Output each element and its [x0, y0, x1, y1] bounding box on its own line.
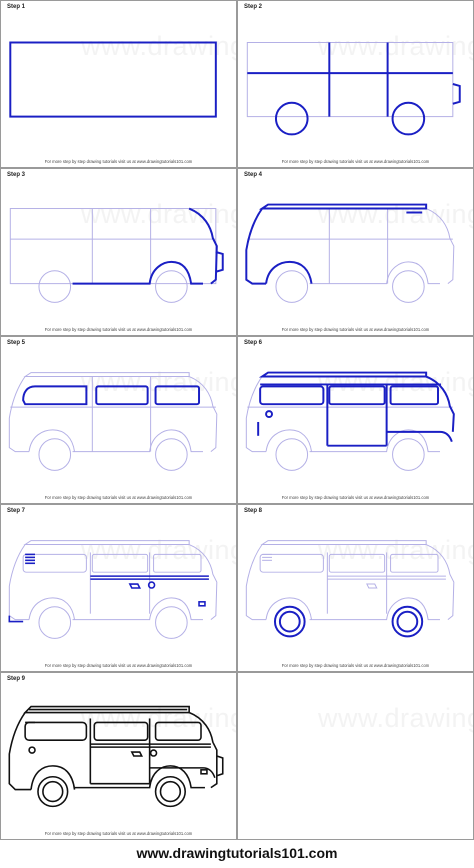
- step-7-drawing: [8, 540, 218, 639]
- step-label: Step 9: [7, 676, 26, 682]
- watermark-text: www.drawingtutorials101.com: [318, 703, 473, 733]
- step-4-drawing: [245, 203, 455, 303]
- credit-text: For more step by step drawing tutorials …: [44, 831, 193, 836]
- step-9-drawing: [8, 705, 224, 808]
- credit-text: For more step by step drawing tutorials …: [44, 327, 193, 332]
- step-4-panel: www.drawingtutorials101.com Step 4 For m…: [237, 168, 474, 336]
- credit-text: For more step by step drawing tutorials …: [281, 495, 430, 500]
- credit-text: For more step by step drawing tutorials …: [44, 495, 193, 500]
- step-label: Step 7: [7, 508, 26, 514]
- credit-text: For more step by step drawing tutorials …: [44, 663, 193, 668]
- step-5-drawing: [8, 372, 218, 471]
- step-3-panel: www.drawingtutorials101.com Step 3 For m…: [0, 168, 237, 336]
- step-label: Step 1: [7, 4, 26, 10]
- step-3-drawing: [9, 207, 224, 303]
- tutorial-grid: www.drawingtutorials101.com Step 1 For m…: [0, 0, 474, 840]
- step-label: Step 6: [244, 340, 263, 346]
- step-5-panel: www.drawingtutorials101.com Step 5 Fo: [0, 336, 237, 504]
- site-footer[interactable]: www.drawingtutorials101.com: [136, 845, 338, 861]
- step-1-panel: www.drawingtutorials101.com Step 1 For m…: [0, 0, 237, 168]
- step-label: Step 4: [244, 172, 263, 178]
- credit-text: For more step by step drawing tutorials …: [281, 159, 430, 164]
- empty-panel: www.drawingtutorials101.com: [237, 672, 474, 840]
- step-6-panel: www.drawingtutorials101.com Step 6: [237, 336, 474, 504]
- step-2-panel: www.drawingtutorials101.com Step 2 For m…: [237, 0, 474, 168]
- step-label: Step 8: [244, 508, 263, 514]
- step-label: Step 5: [7, 340, 26, 346]
- step-label: Step 3: [7, 172, 26, 178]
- step-1-drawing: [9, 41, 217, 118]
- step-2-drawing: [246, 42, 461, 136]
- step-label: Step 2: [244, 4, 263, 10]
- step-8-drawing: [245, 540, 455, 638]
- credit-text: For more step by step drawing tutorials …: [281, 327, 430, 332]
- step-8-panel: www.drawingtutorials101.com Step 8: [237, 504, 474, 672]
- credit-text: For more step by step drawing tutorials …: [44, 159, 193, 164]
- step-9-panel: www.drawingtutorials101.com Step 9: [0, 672, 237, 840]
- step-7-panel: www.drawingtutorials101.com Step 7: [0, 504, 237, 672]
- step-6-drawing: [245, 371, 455, 471]
- credit-text: For more step by step drawing tutorials …: [281, 663, 430, 668]
